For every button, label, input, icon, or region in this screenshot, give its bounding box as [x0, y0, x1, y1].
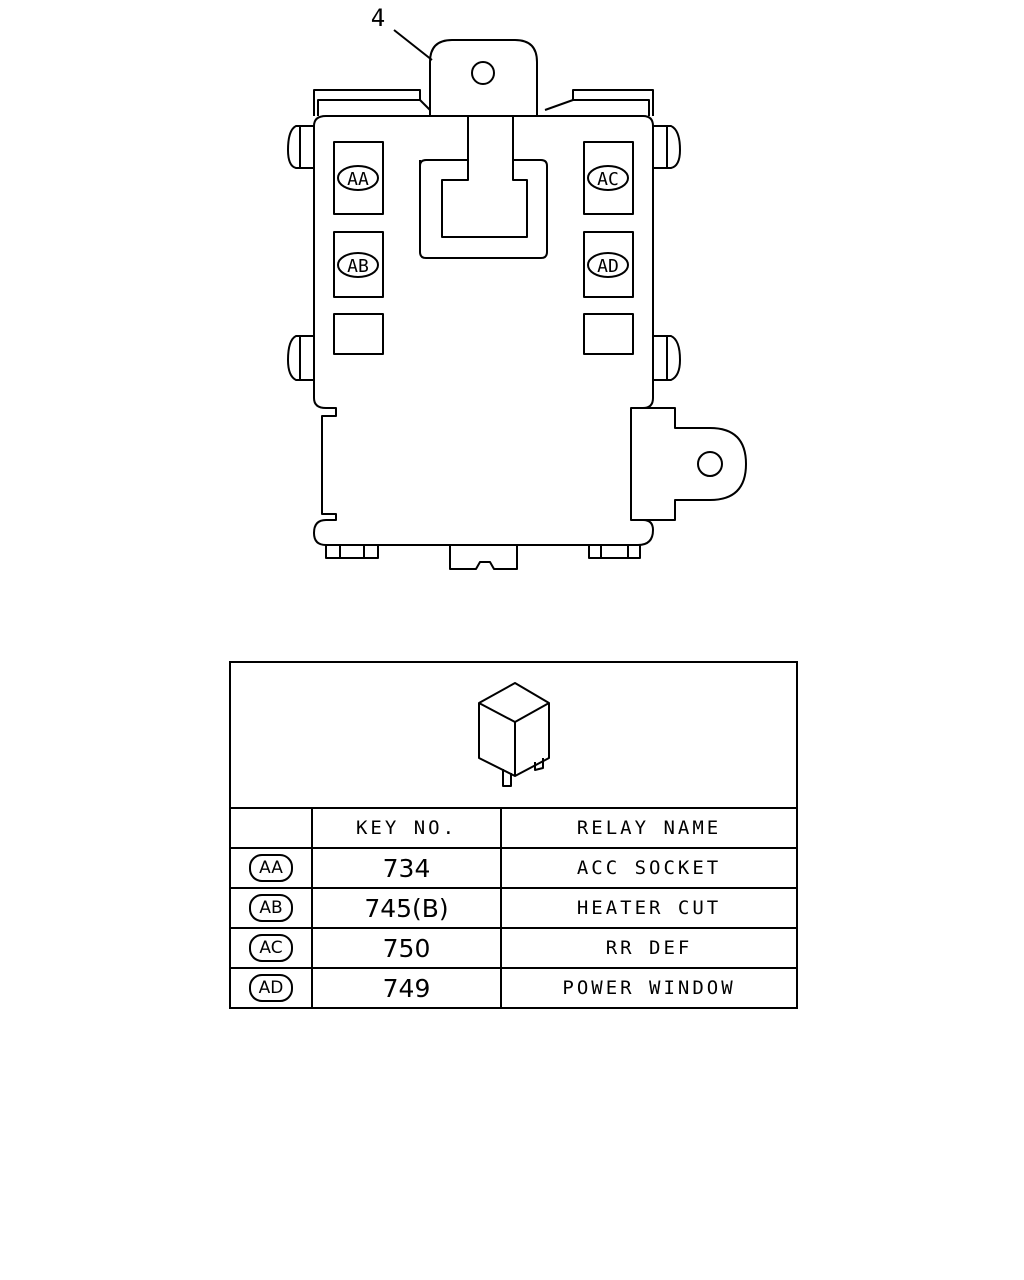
- header-key-no: KEY NO.: [311, 807, 502, 849]
- relay-slot-ab: [333, 231, 384, 298]
- table-row: AA 734 ACC SOCKET: [229, 847, 799, 889]
- row-key-no: 734: [311, 847, 502, 889]
- relay-table: KEY NO. RELAY NAME AA 734 ACC SOCKET AB …: [228, 661, 799, 1009]
- slot-badge-ad-outline: [587, 252, 629, 278]
- table-row: AC 750 RR DEF: [229, 927, 799, 969]
- right-mounting-ear: [631, 407, 747, 521]
- row-code-badge: AA: [249, 854, 293, 882]
- row-code-badge: AC: [249, 934, 293, 962]
- right-ear-hole: [697, 451, 723, 477]
- relay-slot-aa: [333, 141, 384, 215]
- row-relay-name: POWER WINDOW: [499, 967, 799, 1009]
- slot-badge-ac-outline: [587, 165, 629, 191]
- left-bump-lower: [287, 335, 314, 381]
- right-bump-lower: [653, 335, 681, 381]
- right-bump-upper: [653, 125, 681, 169]
- relay-slot-ad: [583, 231, 634, 298]
- relay-icon: [477, 682, 550, 787]
- top-tab-hole: [471, 61, 495, 85]
- slot-badge-aa: AA: [347, 169, 369, 190]
- relay-illustration-cell: [228, 661, 799, 809]
- relay-slot-empty-right: [583, 313, 634, 355]
- top-mounting-tab: [429, 39, 538, 116]
- table-row: AD 749 POWER WINDOW: [229, 967, 799, 1009]
- row-key-no: 745(B): [311, 887, 502, 929]
- left-bump-upper: [287, 125, 314, 169]
- table-row: AB 745(B) HEATER CUT: [229, 887, 799, 929]
- central-connector: [419, 116, 548, 259]
- callout-number: 4: [371, 4, 385, 32]
- bottom-center-connector: [449, 545, 518, 570]
- central-connector-inner: [441, 160, 528, 238]
- bottom-left-foot: [325, 545, 379, 559]
- callout-leader-line: [393, 29, 433, 61]
- header-code-cell: [229, 807, 313, 849]
- header-relay-name: RELAY NAME: [499, 807, 799, 849]
- row-relay-name: RR DEF: [499, 927, 799, 969]
- row-key-no: 750: [311, 927, 502, 969]
- fuse-box-diagram: 4 AA AB AC AD: [287, 4, 747, 570]
- relay-slot-empty-left: [333, 313, 384, 355]
- slot-badge-ac: AC: [597, 169, 619, 190]
- slot-badge-ab: AB: [347, 256, 369, 277]
- upper-left-clip: [313, 89, 431, 116]
- slot-badge-ad: AD: [597, 256, 619, 277]
- bottom-right-foot: [588, 545, 641, 559]
- slot-badge-aa-outline: [337, 165, 379, 191]
- row-relay-name: ACC SOCKET: [499, 847, 799, 889]
- upper-right-clip: [544, 89, 654, 116]
- relay-slot-ac: [583, 141, 634, 215]
- row-code-badge: AD: [249, 974, 293, 1002]
- row-code-badge: AB: [249, 894, 293, 922]
- row-relay-name: HEATER CUT: [499, 887, 799, 929]
- row-key-no: 749: [311, 967, 502, 1009]
- slot-badge-ab-outline: [337, 252, 379, 278]
